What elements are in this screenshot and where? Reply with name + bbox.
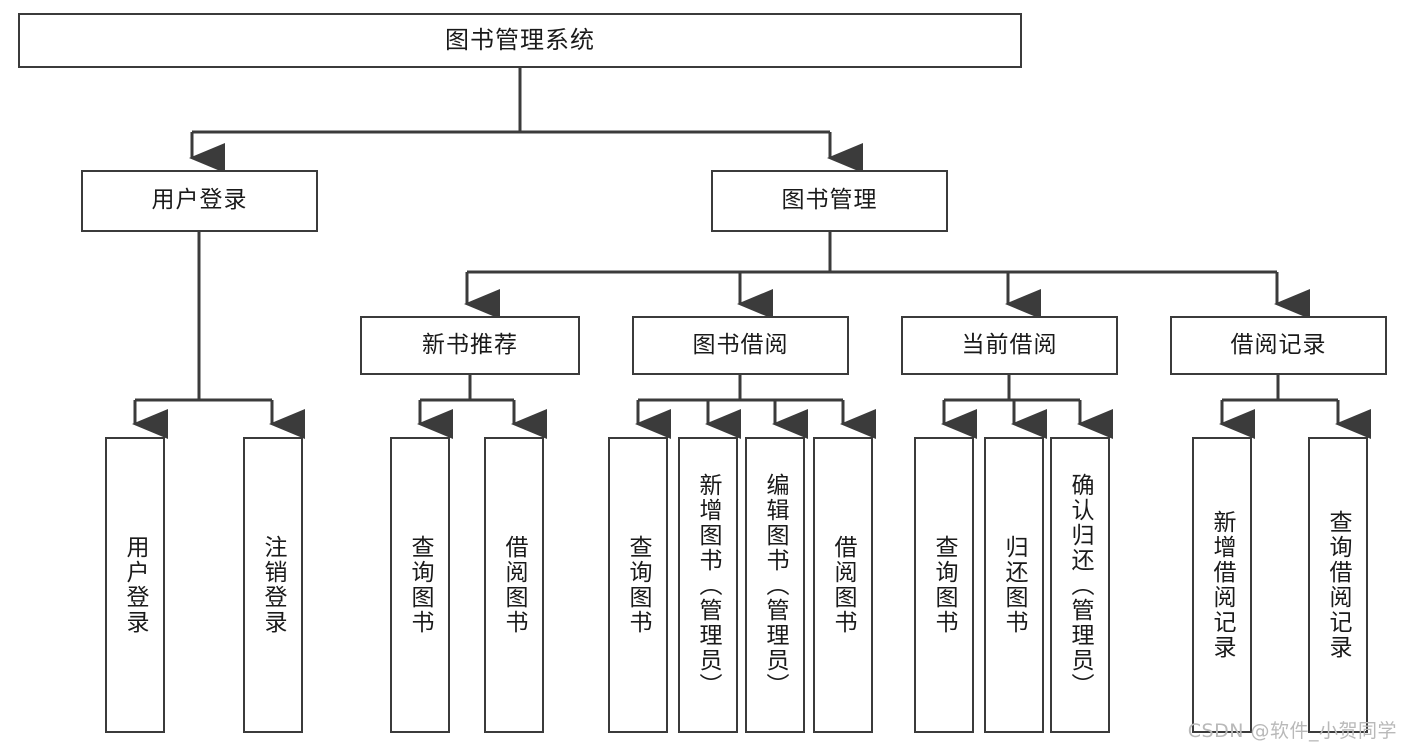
node-leaf-borrow-book-2[interactable]: 借阅图书: [813, 437, 873, 733]
node-label: 借阅图书: [830, 535, 857, 635]
node-label: 查询借阅记录: [1325, 510, 1352, 660]
node-book-management[interactable]: 图书管理: [711, 170, 948, 232]
node-current-borrow[interactable]: 当前借阅: [901, 316, 1118, 375]
node-user-login[interactable]: 用户登录: [81, 170, 318, 232]
node-label: 查询图书: [931, 535, 958, 635]
watermark-text: CSDN @软件_小贺同学: [1187, 720, 1397, 742]
node-label: 图书管理: [781, 187, 878, 214]
node-label: 新书推荐: [422, 331, 518, 358]
node-leaf-confirm-return-admin[interactable]: 确认归还（管理员）: [1050, 437, 1110, 733]
node-leaf-user-login[interactable]: 用户登录: [105, 437, 165, 733]
node-label: 查询图书: [407, 535, 434, 635]
node-label: 新增图书（管理员）: [695, 472, 722, 698]
node-borrow-record[interactable]: 借阅记录: [1170, 316, 1387, 375]
node-label: 用户登录: [151, 187, 248, 214]
node-leaf-query-borrow-record[interactable]: 查询借阅记录: [1308, 437, 1368, 733]
node-leaf-edit-book-admin[interactable]: 编辑图书（管理员）: [745, 437, 805, 733]
node-label: 新增借阅记录: [1209, 510, 1236, 660]
node-label: 确认归还（管理员）: [1067, 472, 1094, 698]
node-book-borrow[interactable]: 图书借阅: [632, 316, 849, 375]
node-label: 用户登录: [122, 535, 149, 635]
node-label: 注销登录: [260, 535, 287, 635]
node-leaf-borrow-book-1[interactable]: 借阅图书: [484, 437, 544, 733]
node-label: 归还图书: [1001, 535, 1028, 635]
node-leaf-add-borrow-record[interactable]: 新增借阅记录: [1192, 437, 1252, 733]
node-leaf-query-book-1[interactable]: 查询图书: [390, 437, 450, 733]
node-leaf-return-book[interactable]: 归还图书: [984, 437, 1044, 733]
node-label: 图书管理系统: [445, 26, 595, 55]
node-new-book-recommend[interactable]: 新书推荐: [360, 316, 580, 375]
node-leaf-add-book-admin[interactable]: 新增图书（管理员）: [678, 437, 738, 733]
node-label: 查询图书: [625, 535, 652, 635]
node-label: 借阅图书: [501, 535, 528, 635]
node-label: 借阅记录: [1230, 331, 1327, 358]
node-label: 图书借阅: [692, 331, 789, 358]
node-root-system[interactable]: 图书管理系统: [18, 13, 1022, 68]
node-leaf-logout-login[interactable]: 注销登录: [243, 437, 303, 733]
node-leaf-query-book-2[interactable]: 查询图书: [608, 437, 668, 733]
node-label: 编辑图书（管理员）: [762, 472, 789, 698]
node-leaf-query-book-3[interactable]: 查询图书: [914, 437, 974, 733]
node-label: 当前借阅: [961, 331, 1058, 358]
